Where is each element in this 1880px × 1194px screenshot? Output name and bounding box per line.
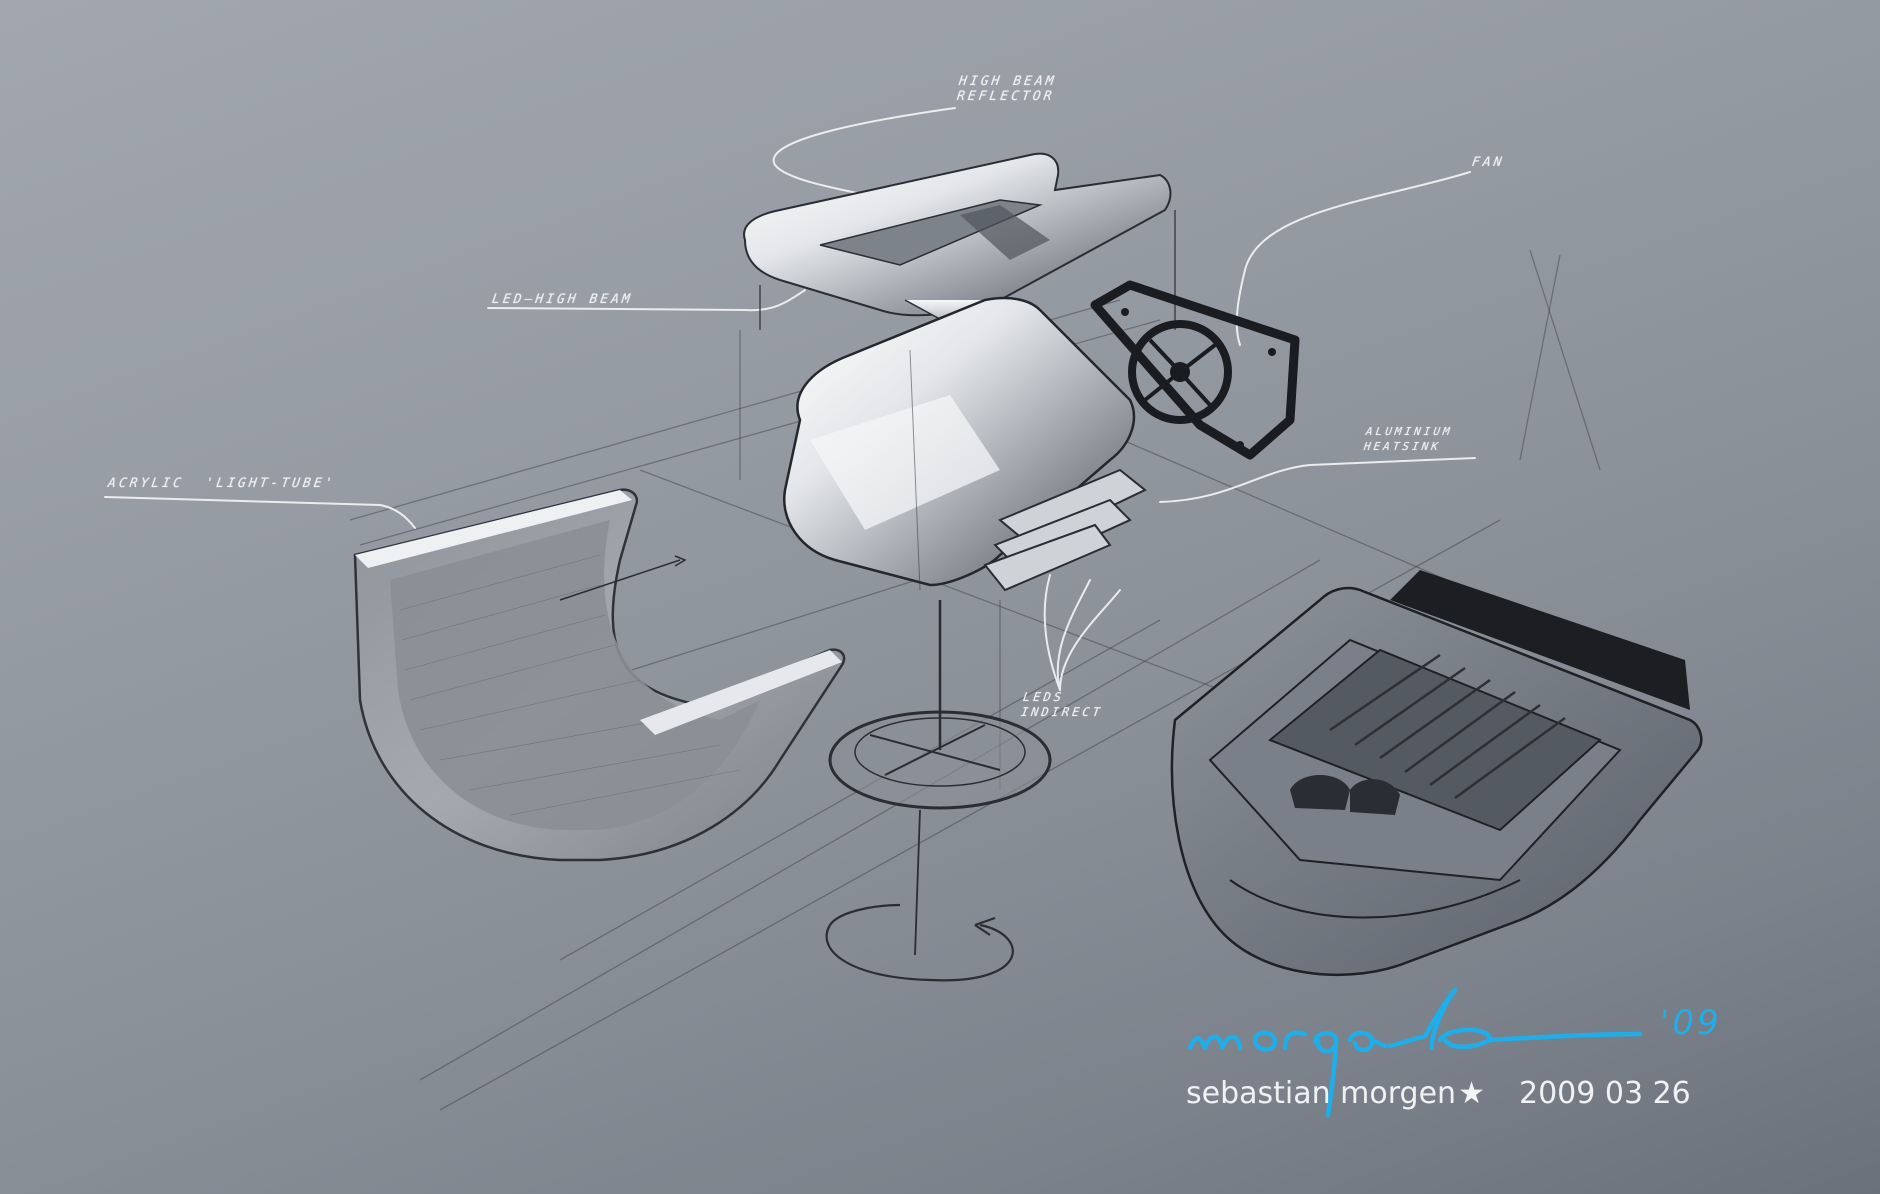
- label-aluminium-heatsink: ALUMINIUM HEATSINK: [1363, 425, 1454, 453]
- signature-script: [1187, 987, 1643, 1118]
- star-icon: ★: [1458, 1076, 1485, 1111]
- sketch-date: 2009 03 26: [1518, 1076, 1691, 1111]
- label-high-beam-reflector: HIGH BEAM REFLECTOR: [955, 74, 1058, 104]
- label-led-high-beam: LED–HIGH BEAM: [490, 292, 634, 307]
- label-fan: FAN: [1470, 155, 1506, 170]
- leader-fan: [1235, 171, 1471, 346]
- assembled-lamp: [1170, 570, 1703, 977]
- rotation-arrow-icon: [825, 903, 1014, 982]
- fan-part: [1090, 280, 1300, 460]
- leader-led-high-beam: [487, 289, 806, 312]
- leader-leds: [1056, 579, 1091, 691]
- high-beam-reflector-part: [743, 152, 1176, 331]
- callout-leaders: [104, 107, 1476, 691]
- acrylic-light-tube-part: [353, 488, 846, 862]
- signature-year: '09: [1660, 1003, 1722, 1043]
- label-acrylic-light-tube: ACRYLIC 'LIGHT-TUBE': [106, 476, 337, 491]
- artist-name: sebastian morgen: [1186, 1076, 1457, 1111]
- heatsink-part: [783, 296, 1147, 592]
- label-leds-indirect: LEDS INDIRECT: [1020, 690, 1104, 719]
- leader-acrylic: [104, 496, 416, 529]
- leader-heatsink: [1159, 457, 1476, 503]
- credit-line: sebastian morgen★ 2009 03 26: [1186, 1076, 1691, 1111]
- pivot-base-part: [825, 600, 1052, 982]
